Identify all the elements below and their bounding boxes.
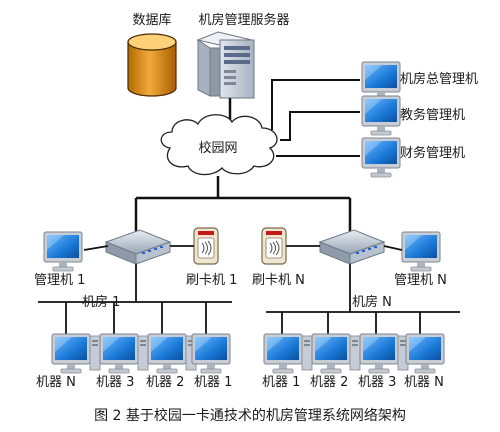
admin-fin-monitor-icon [361,137,401,178]
figure-caption: 图 2 基于校园一卡通技术的机房管理系统网络架构 [94,407,406,424]
admin-edu-label: 教务管理机 [400,107,465,123]
machine-icon [405,333,445,374]
admin-links [271,79,360,157]
card-1-label: 刷卡机 1 [186,273,237,288]
room1-local-links [38,245,232,336]
room1-machine-label: 机器 N [36,375,76,390]
card-reader-n-icon [261,227,287,265]
mgr-1-monitor-icon [43,231,83,272]
admin-total-label: 机房总管理机 [400,71,478,87]
admin-edu-monitor-icon [361,95,401,136]
server-icon [196,31,255,99]
machine-icon [99,333,139,374]
tower-icon [349,335,361,371]
roomN-machine-label: 机器 N [404,375,444,390]
card-reader-1-icon [193,227,219,265]
database-label: 数据库 [132,12,171,28]
admin-total-monitor-icon [361,61,401,102]
tower-icon [89,335,101,371]
machine-icon [191,333,231,374]
room1-machine-label: 机器 1 [194,375,232,390]
card-n-label: 刷卡机 N [252,273,305,288]
roomN-machine-label: 机器 3 [358,375,396,390]
campus-net-label: 校园网 [198,140,237,156]
database-icon [127,33,177,97]
roomN-local-links [266,245,460,336]
admin-fin-label: 财务管理机 [400,145,465,161]
tower-icon [137,335,149,371]
mgr-n-monitor-icon [401,231,441,272]
roomN-machine-label: 机器 1 [262,375,300,390]
server-label: 机房管理服务器 [198,12,289,28]
roomN-machines [263,333,445,374]
room1-machine-label: 机器 2 [146,375,184,390]
machine-icon [147,333,187,374]
tower-icon [301,335,313,371]
switch-n-icon [319,229,385,265]
machine-icon [311,333,351,374]
machine-icon [263,333,303,374]
room1-machines [51,333,231,374]
machine-icon [359,333,399,374]
machine-icon [51,333,91,374]
mgr-n-label: 管理机 N [394,273,447,288]
cloud-icon [160,114,278,176]
mgr-1-label: 管理机 1 [34,273,85,288]
room-n-label: 机房 N [352,294,392,310]
room1-machine-label: 机器 3 [96,375,134,390]
switch-1-icon [105,229,171,265]
backbone-links [134,176,352,232]
roomN-machine-label: 机器 2 [310,375,348,390]
room-1-label: 机房 1 [82,294,120,310]
